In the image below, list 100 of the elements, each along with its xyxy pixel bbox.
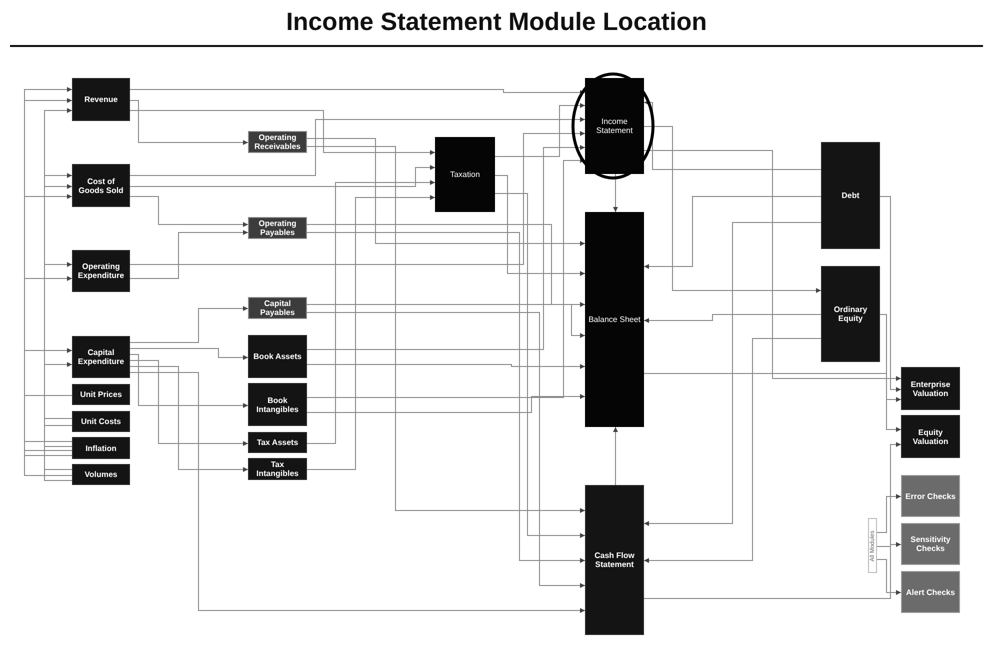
- module-box: [901, 523, 960, 565]
- module-box: [901, 475, 960, 517]
- module-box: [248, 432, 307, 453]
- module-label: Sensitivity Checks: [909, 535, 952, 553]
- module-label: Capital Expenditure: [76, 348, 126, 366]
- connector-arrow: [613, 426, 618, 486]
- connector-arrow: [880, 314, 902, 432]
- module-box: [72, 250, 130, 292]
- module-label: Ordinary Equity: [832, 305, 868, 323]
- module-box: [248, 131, 307, 153]
- module-label: Error Checks: [904, 492, 957, 500]
- connector-arrow: [130, 131, 586, 265]
- connector-arrow: [306, 312, 586, 588]
- module-label: Capital Payables: [259, 299, 296, 317]
- module-label: Book Assets: [252, 352, 303, 361]
- module-label: Inflation: [84, 444, 118, 452]
- module-label: Tax Intangibles: [255, 460, 300, 478]
- connector-arrow: [130, 230, 248, 279]
- module-label: Tax Assets: [256, 438, 300, 447]
- connector-arrow: [306, 146, 586, 513]
- connector-arrow: [24, 98, 72, 442]
- connector-arrow: [130, 89, 586, 95]
- connector-arrow: [130, 110, 436, 155]
- module-label: Enterprise Valuation: [910, 380, 952, 398]
- diagram-title: Income Statement Module Location: [285, 8, 708, 37]
- connector-arrow: [306, 232, 586, 563]
- connector-arrow: [130, 117, 586, 176]
- module-box: [248, 297, 307, 319]
- connector-arrow: [306, 145, 586, 350]
- connector-arrow: [306, 224, 586, 307]
- connector-arrow: [494, 103, 586, 157]
- module-box: [72, 336, 130, 378]
- connector-arrow: [644, 126, 822, 293]
- connector-arrow: [130, 196, 248, 227]
- module-label: Operating Payables: [258, 219, 298, 237]
- module-box: [72, 437, 130, 459]
- connector-arrow: [644, 314, 822, 323]
- connector-arrow: [306, 304, 586, 338]
- connector-arrow: [644, 338, 822, 563]
- connector-arrow: [494, 175, 586, 276]
- module-label: Equity Valuation: [912, 428, 950, 446]
- connector-arrow: [613, 174, 618, 212]
- module-box: [72, 164, 130, 207]
- connector-arrow: [876, 542, 902, 547]
- module-label: Cost of Goods Sold: [78, 176, 124, 194]
- module-box: [248, 383, 307, 426]
- module-label: Operating Expenditure: [76, 262, 126, 280]
- module-label: Cash Flow Statement: [593, 551, 636, 569]
- connector-arrow: [306, 138, 586, 246]
- module-label: Volumes: [84, 470, 118, 479]
- module-label: Revenue: [83, 95, 119, 104]
- module-label: Taxation: [449, 170, 481, 179]
- connector-arrow: [880, 196, 902, 392]
- module-box: [248, 335, 307, 378]
- connector-arrow: [306, 394, 586, 413]
- module-box: [821, 266, 880, 362]
- connector-arrow: [130, 100, 248, 145]
- connector-arrow: [494, 193, 586, 538]
- module-box: [435, 137, 495, 212]
- connector-arrow: [24, 194, 72, 476]
- label-box: [868, 518, 877, 573]
- module-label: Unit Prices: [79, 390, 123, 399]
- connector-arrow: [44, 108, 72, 470]
- connector-arrow: [130, 360, 248, 446]
- module-box: [585, 485, 644, 635]
- module-box: [821, 142, 880, 249]
- connector-arrow: [876, 494, 902, 533]
- module-box: [248, 458, 307, 480]
- module-box: [72, 464, 130, 485]
- connector-arrow: [644, 222, 822, 526]
- module-box: [585, 212, 644, 427]
- connector-arrow: [130, 372, 586, 613]
- module-label: Book Intangibles: [255, 396, 300, 414]
- module-box: [72, 78, 130, 121]
- connector-arrow: [130, 348, 248, 360]
- module-label: Operating Receivables: [253, 133, 302, 151]
- connector-arrow: [644, 373, 902, 402]
- module-label: Debt: [840, 191, 860, 200]
- connector-arrow: [644, 150, 902, 381]
- connector-arrow: [130, 366, 248, 472]
- connector-arrow: [130, 306, 248, 343]
- module-label: Income Statement: [595, 117, 634, 135]
- connector-arrow: [306, 364, 586, 369]
- connector-arrow: [24, 87, 72, 396]
- connector-arrow: [24, 276, 72, 451]
- module-label: Balance Sheet: [587, 315, 642, 324]
- module-box: [72, 384, 130, 405]
- connector-arrow: [644, 100, 822, 170]
- connector-arrow: [24, 348, 72, 456]
- module-box: [901, 367, 960, 410]
- connector-arrow: [130, 354, 248, 408]
- connector-arrow: [44, 362, 72, 481]
- module-label: Unit Costs: [80, 417, 122, 426]
- module-box: [248, 217, 307, 239]
- module-box: [901, 571, 960, 613]
- connector-arrow: [644, 442, 902, 599]
- module-label: Alert Checks: [905, 588, 956, 596]
- connector-arrow: [876, 559, 902, 595]
- connector-arrow: [644, 196, 822, 269]
- module-box: [901, 415, 960, 458]
